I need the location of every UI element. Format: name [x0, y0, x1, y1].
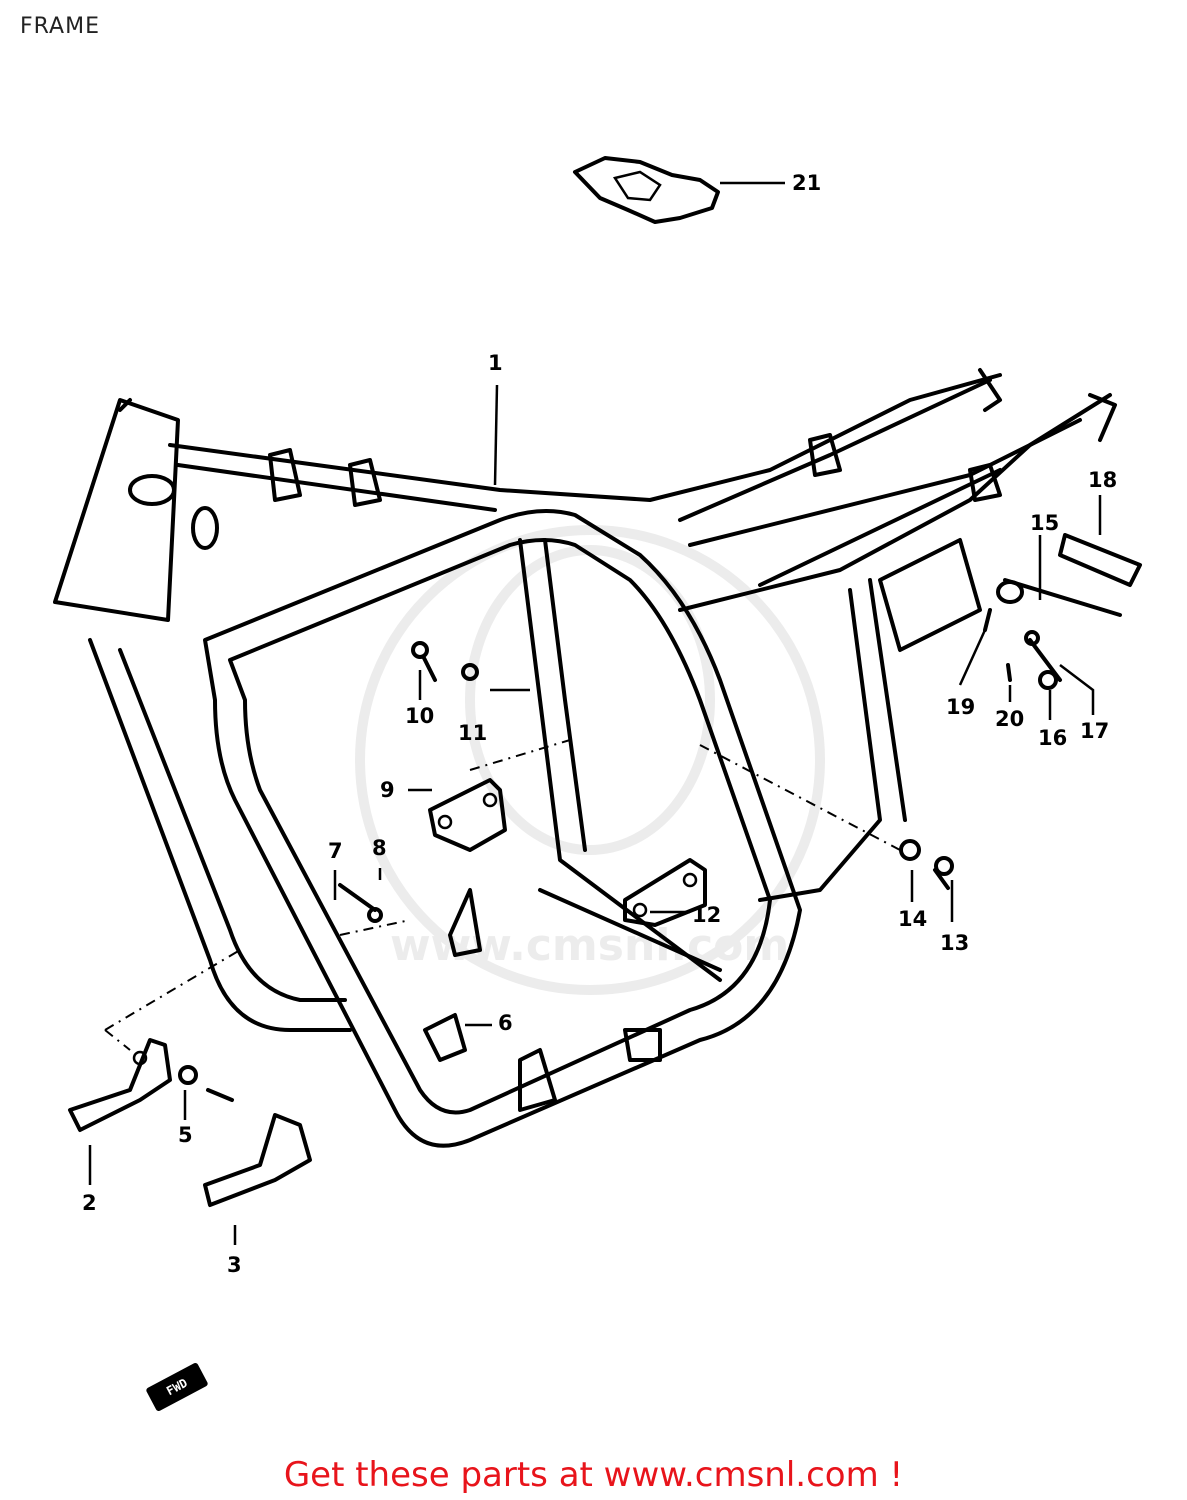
page-title: FRAME	[20, 14, 100, 39]
part-21-cover[interactable]	[573, 156, 720, 224]
watermark-logo: www.cmsnl.com	[355, 525, 825, 995]
part-15-rod[interactable]	[996, 578, 1122, 617]
callout-18: 18	[1088, 468, 1117, 492]
callout-6: 6	[498, 1011, 513, 1035]
callout-numbers: 21 1 2 3 5 6 7 8 9 10 11 12 13 14 15 16 …	[82, 171, 1117, 1277]
callout-15: 15	[1030, 511, 1059, 535]
callout-9: 9	[380, 778, 395, 802]
callout-21: 21	[792, 171, 821, 195]
callout-20: 20	[995, 707, 1024, 731]
watermark-text: www.cmsnl.com	[390, 920, 789, 971]
callout-12: 12	[692, 903, 721, 927]
part-2-footrest-bracket[interactable]	[68, 1038, 172, 1132]
callout-3: 3	[227, 1253, 242, 1277]
callout-8: 8	[372, 836, 387, 860]
callout-10: 10	[405, 704, 434, 728]
callout-5: 5	[178, 1123, 193, 1147]
callout-1: 1	[488, 351, 503, 375]
part-12-engine-mount[interactable]	[623, 858, 707, 927]
callout-16: 16	[1038, 726, 1067, 750]
leader-lines	[88, 181, 1102, 1245]
alignment-lines	[104, 739, 901, 1051]
callout-2: 2	[82, 1191, 97, 1215]
bolts-and-nuts[interactable]	[178, 608, 1062, 1102]
part-9-engine-mount[interactable]	[428, 778, 507, 852]
callout-14: 14	[898, 907, 927, 931]
part-6-bracket[interactable]	[423, 1013, 467, 1062]
callout-17: 17	[1080, 719, 1109, 743]
part-1-main-frame[interactable]	[53, 368, 1117, 1148]
part-3-footrest-bracket[interactable]	[203, 1113, 312, 1207]
callout-7: 7	[328, 839, 343, 863]
callout-13: 13	[940, 931, 969, 955]
part-18-pin[interactable]	[1058, 533, 1142, 587]
callout-11: 11	[458, 721, 487, 745]
footer-link[interactable]: Get these parts at www.cmsnl.com !	[283, 1455, 904, 1495]
callout-19: 19	[946, 695, 975, 719]
